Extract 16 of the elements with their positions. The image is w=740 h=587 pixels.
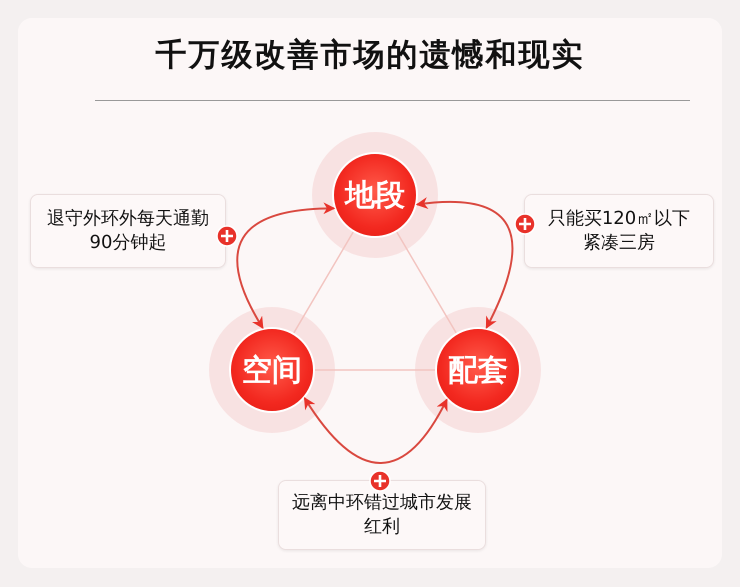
topic-label: 地段	[345, 176, 405, 214]
title: 千万级改善市场的遗憾和现实	[154, 36, 586, 75]
connector-line	[315, 369, 435, 371]
curved-arrow	[416, 197, 514, 329]
topic-label: 空间	[242, 352, 302, 390]
connector-line	[293, 232, 354, 334]
note-box	[278, 480, 486, 550]
note-text: 远离中环错过城市发展红利	[292, 490, 472, 539]
topic-label: 配套	[448, 352, 508, 390]
note-box	[524, 194, 714, 268]
curved-arrow	[304, 397, 448, 464]
connector-line	[396, 232, 457, 334]
note-text: 只能买120㎡以下紧凑三房	[547, 206, 691, 255]
note-box	[30, 194, 226, 268]
note-text: 退守外环外每天通勤90分钟起	[47, 206, 209, 255]
curved-arrow	[236, 202, 336, 330]
